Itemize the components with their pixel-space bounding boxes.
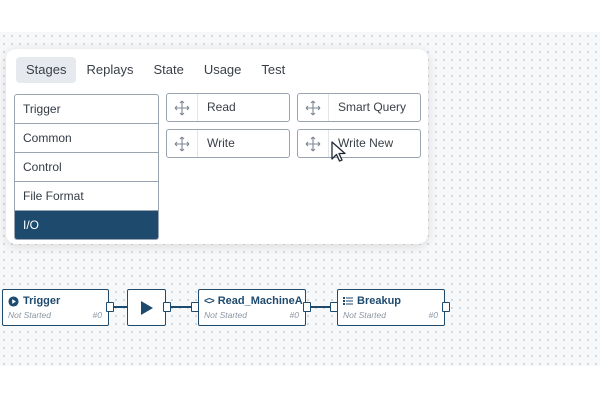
node-read-machinea[interactable]: <> Read_MachineA Not Started #0 [198, 289, 306, 326]
node-breakup[interactable]: Breakup Not Started #0 [337, 289, 445, 326]
tab-stages[interactable]: Stages [16, 57, 77, 83]
tab-usage[interactable]: Usage [203, 62, 242, 77]
operator-smart-query[interactable]: Smart Query [297, 93, 421, 122]
operator-write-new[interactable]: Write New [297, 129, 421, 158]
operator-write[interactable]: Write [166, 129, 290, 158]
operator-label: Smart Query [338, 100, 407, 114]
node-status: Not Started [343, 310, 386, 320]
node-title: Read_MachineA [217, 295, 303, 307]
operator-read[interactable]: Read [166, 93, 290, 122]
connection-edge [113, 306, 127, 308]
code-icon: <> [204, 295, 215, 307]
category-trigger[interactable]: Trigger [15, 95, 158, 124]
output-port[interactable] [442, 302, 450, 312]
tab-replays[interactable]: Replays [86, 62, 134, 77]
move-icon[interactable] [298, 130, 329, 157]
node-title: Breakup [357, 295, 402, 307]
connection-edge [170, 306, 192, 308]
stage-palette: Stages Replays State Usage Test Trigger … [6, 49, 428, 244]
category-io[interactable]: I/O [15, 211, 158, 239]
node-status: Not Started [204, 310, 247, 320]
node-status: Not Started [8, 310, 51, 320]
node-title: Trigger [23, 295, 61, 307]
category-control[interactable]: Control [15, 153, 158, 182]
move-icon[interactable] [167, 94, 198, 121]
node-trigger[interactable]: Trigger Not Started #0 [2, 289, 109, 326]
move-icon[interactable] [298, 94, 329, 121]
category-file-format[interactable]: File Format [15, 182, 158, 211]
node-counter: #0 [428, 310, 438, 320]
operator-label: Read [207, 100, 236, 114]
operator-label: Write New [338, 136, 394, 150]
connection-edge [310, 306, 331, 308]
move-icon[interactable] [167, 130, 198, 157]
palette-tabs: Stages Replays State Usage Test [16, 57, 295, 83]
run-button[interactable] [127, 289, 166, 326]
category-list: Trigger Common Control File Format I/O [14, 94, 159, 240]
node-counter: #0 [289, 310, 299, 320]
tab-state[interactable]: State [153, 62, 184, 77]
mouse-pointer-icon [331, 141, 346, 162]
operator-label: Write [207, 136, 235, 150]
category-common[interactable]: Common [15, 124, 158, 153]
list-icon [343, 297, 353, 305]
play-icon [140, 300, 153, 315]
node-counter: #0 [92, 310, 102, 320]
tab-test[interactable]: Test [261, 62, 286, 77]
play-circle-icon [8, 295, 19, 307]
